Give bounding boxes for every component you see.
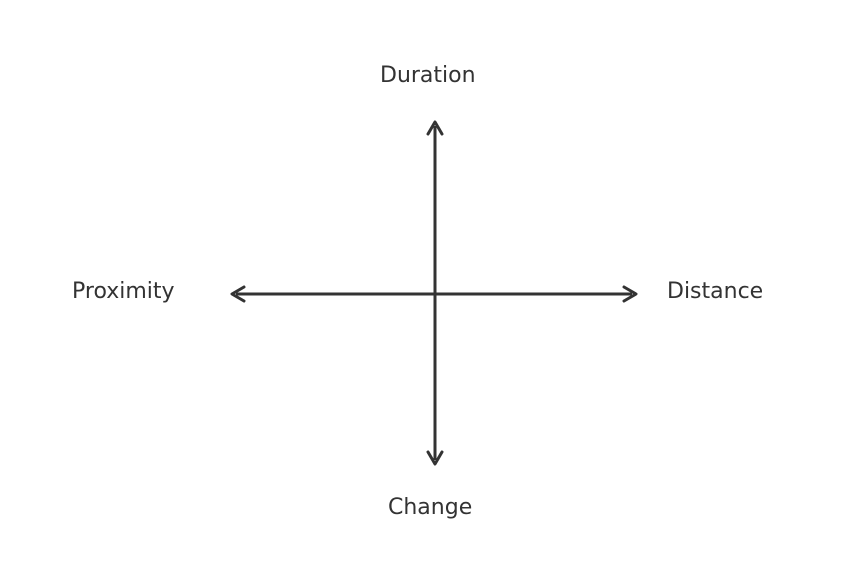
axis-label-left: Proximity <box>72 279 175 304</box>
axis-label-right: Distance <box>667 279 764 304</box>
axis-label-top: Duration <box>380 63 476 88</box>
arrow-right-icon <box>622 285 638 303</box>
arrow-down-icon <box>426 450 444 466</box>
arrow-left-icon <box>230 285 246 303</box>
arrow-up-icon <box>426 120 444 136</box>
axis-label-bottom: Change <box>388 495 473 520</box>
